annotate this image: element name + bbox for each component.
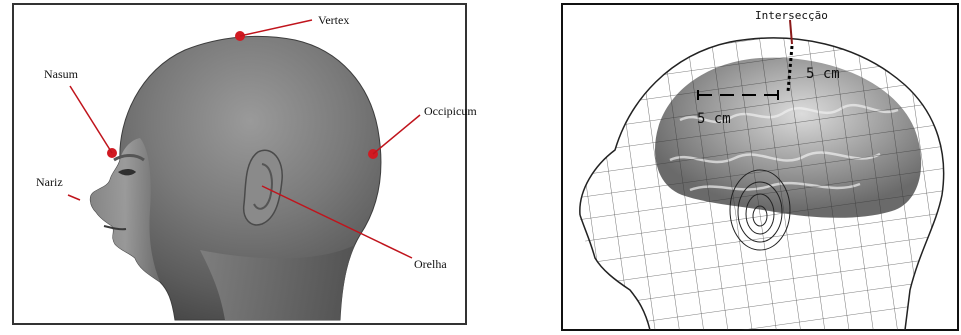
wireframe-head-svg: Intersecção 5 cm 5 cm (560, 0, 961, 335)
vertex-label: Vertex (318, 13, 349, 27)
head-landmarks-figure: Vertex Nasum Occipicum Nariz Orelha (0, 0, 480, 335)
nariz-label: Nariz (36, 175, 63, 189)
head-landmarks-svg: Vertex Nasum Occipicum Nariz Orelha (0, 0, 480, 335)
vertical-measure-label: 5 cm (806, 66, 840, 82)
wireframe-head-figure: Intersecção 5 cm 5 cm (560, 0, 961, 335)
orelha-label: Orelha (414, 257, 447, 271)
horizontal-measure-label: 5 cm (697, 111, 731, 127)
occipicum-label: Occipicum (424, 104, 477, 118)
nasum-label: Nasum (44, 67, 79, 81)
intersection-label: Intersecção (755, 9, 828, 22)
